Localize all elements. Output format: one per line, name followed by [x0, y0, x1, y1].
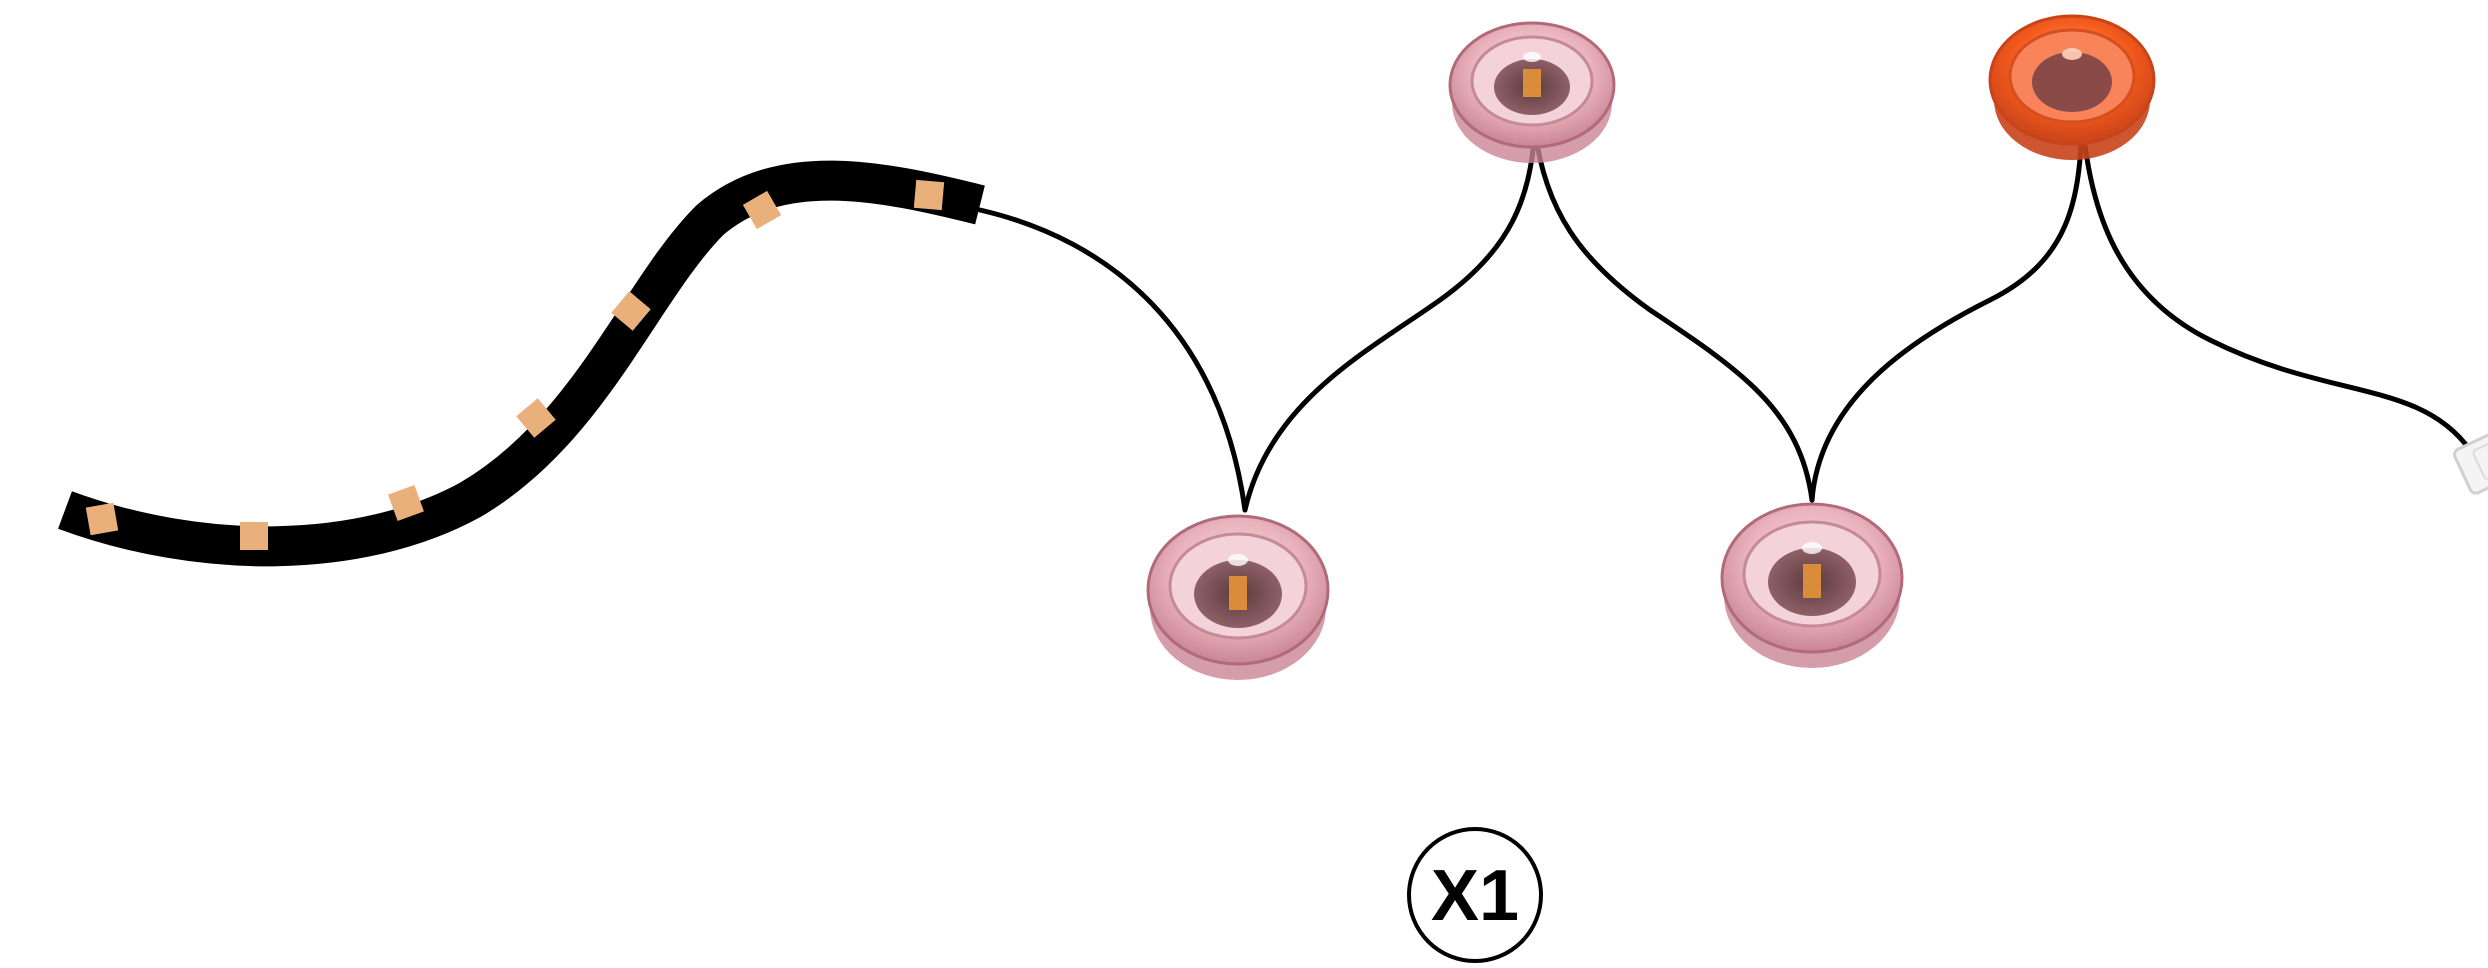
- quantity-circle: [1407, 827, 1543, 963]
- connector-plug: [2453, 426, 2488, 495]
- led-strip-body: [58, 160, 985, 567]
- wire-led-2-to-led-3: [1532, 127, 1815, 503]
- wire-led-4-to-connector: [2079, 117, 2473, 453]
- strip-leds: [85, 179, 945, 550]
- button-led-3: [1720, 502, 1904, 668]
- led-strip: [58, 160, 985, 567]
- strip-led: [913, 179, 945, 211]
- strip-led: [516, 398, 556, 438]
- strip-led: [742, 190, 782, 230]
- strip-led: [388, 485, 424, 521]
- wire-led-1-to-led-2: [1242, 127, 1538, 513]
- button-led-2: [1448, 21, 1616, 163]
- wires: [977, 117, 2473, 513]
- strip-led: [611, 291, 651, 331]
- wire-led-3-to-led-4: [1809, 117, 2085, 503]
- wire-strip-to-led-1: [977, 207, 1248, 513]
- button-led-1: [1146, 514, 1330, 680]
- button-led-4-orange: [1988, 14, 2156, 160]
- strip-led: [85, 502, 119, 536]
- quantity-label: X1: [1431, 856, 1519, 936]
- strip-led: [240, 522, 268, 550]
- quantity-badge: X1: [1407, 827, 1543, 963]
